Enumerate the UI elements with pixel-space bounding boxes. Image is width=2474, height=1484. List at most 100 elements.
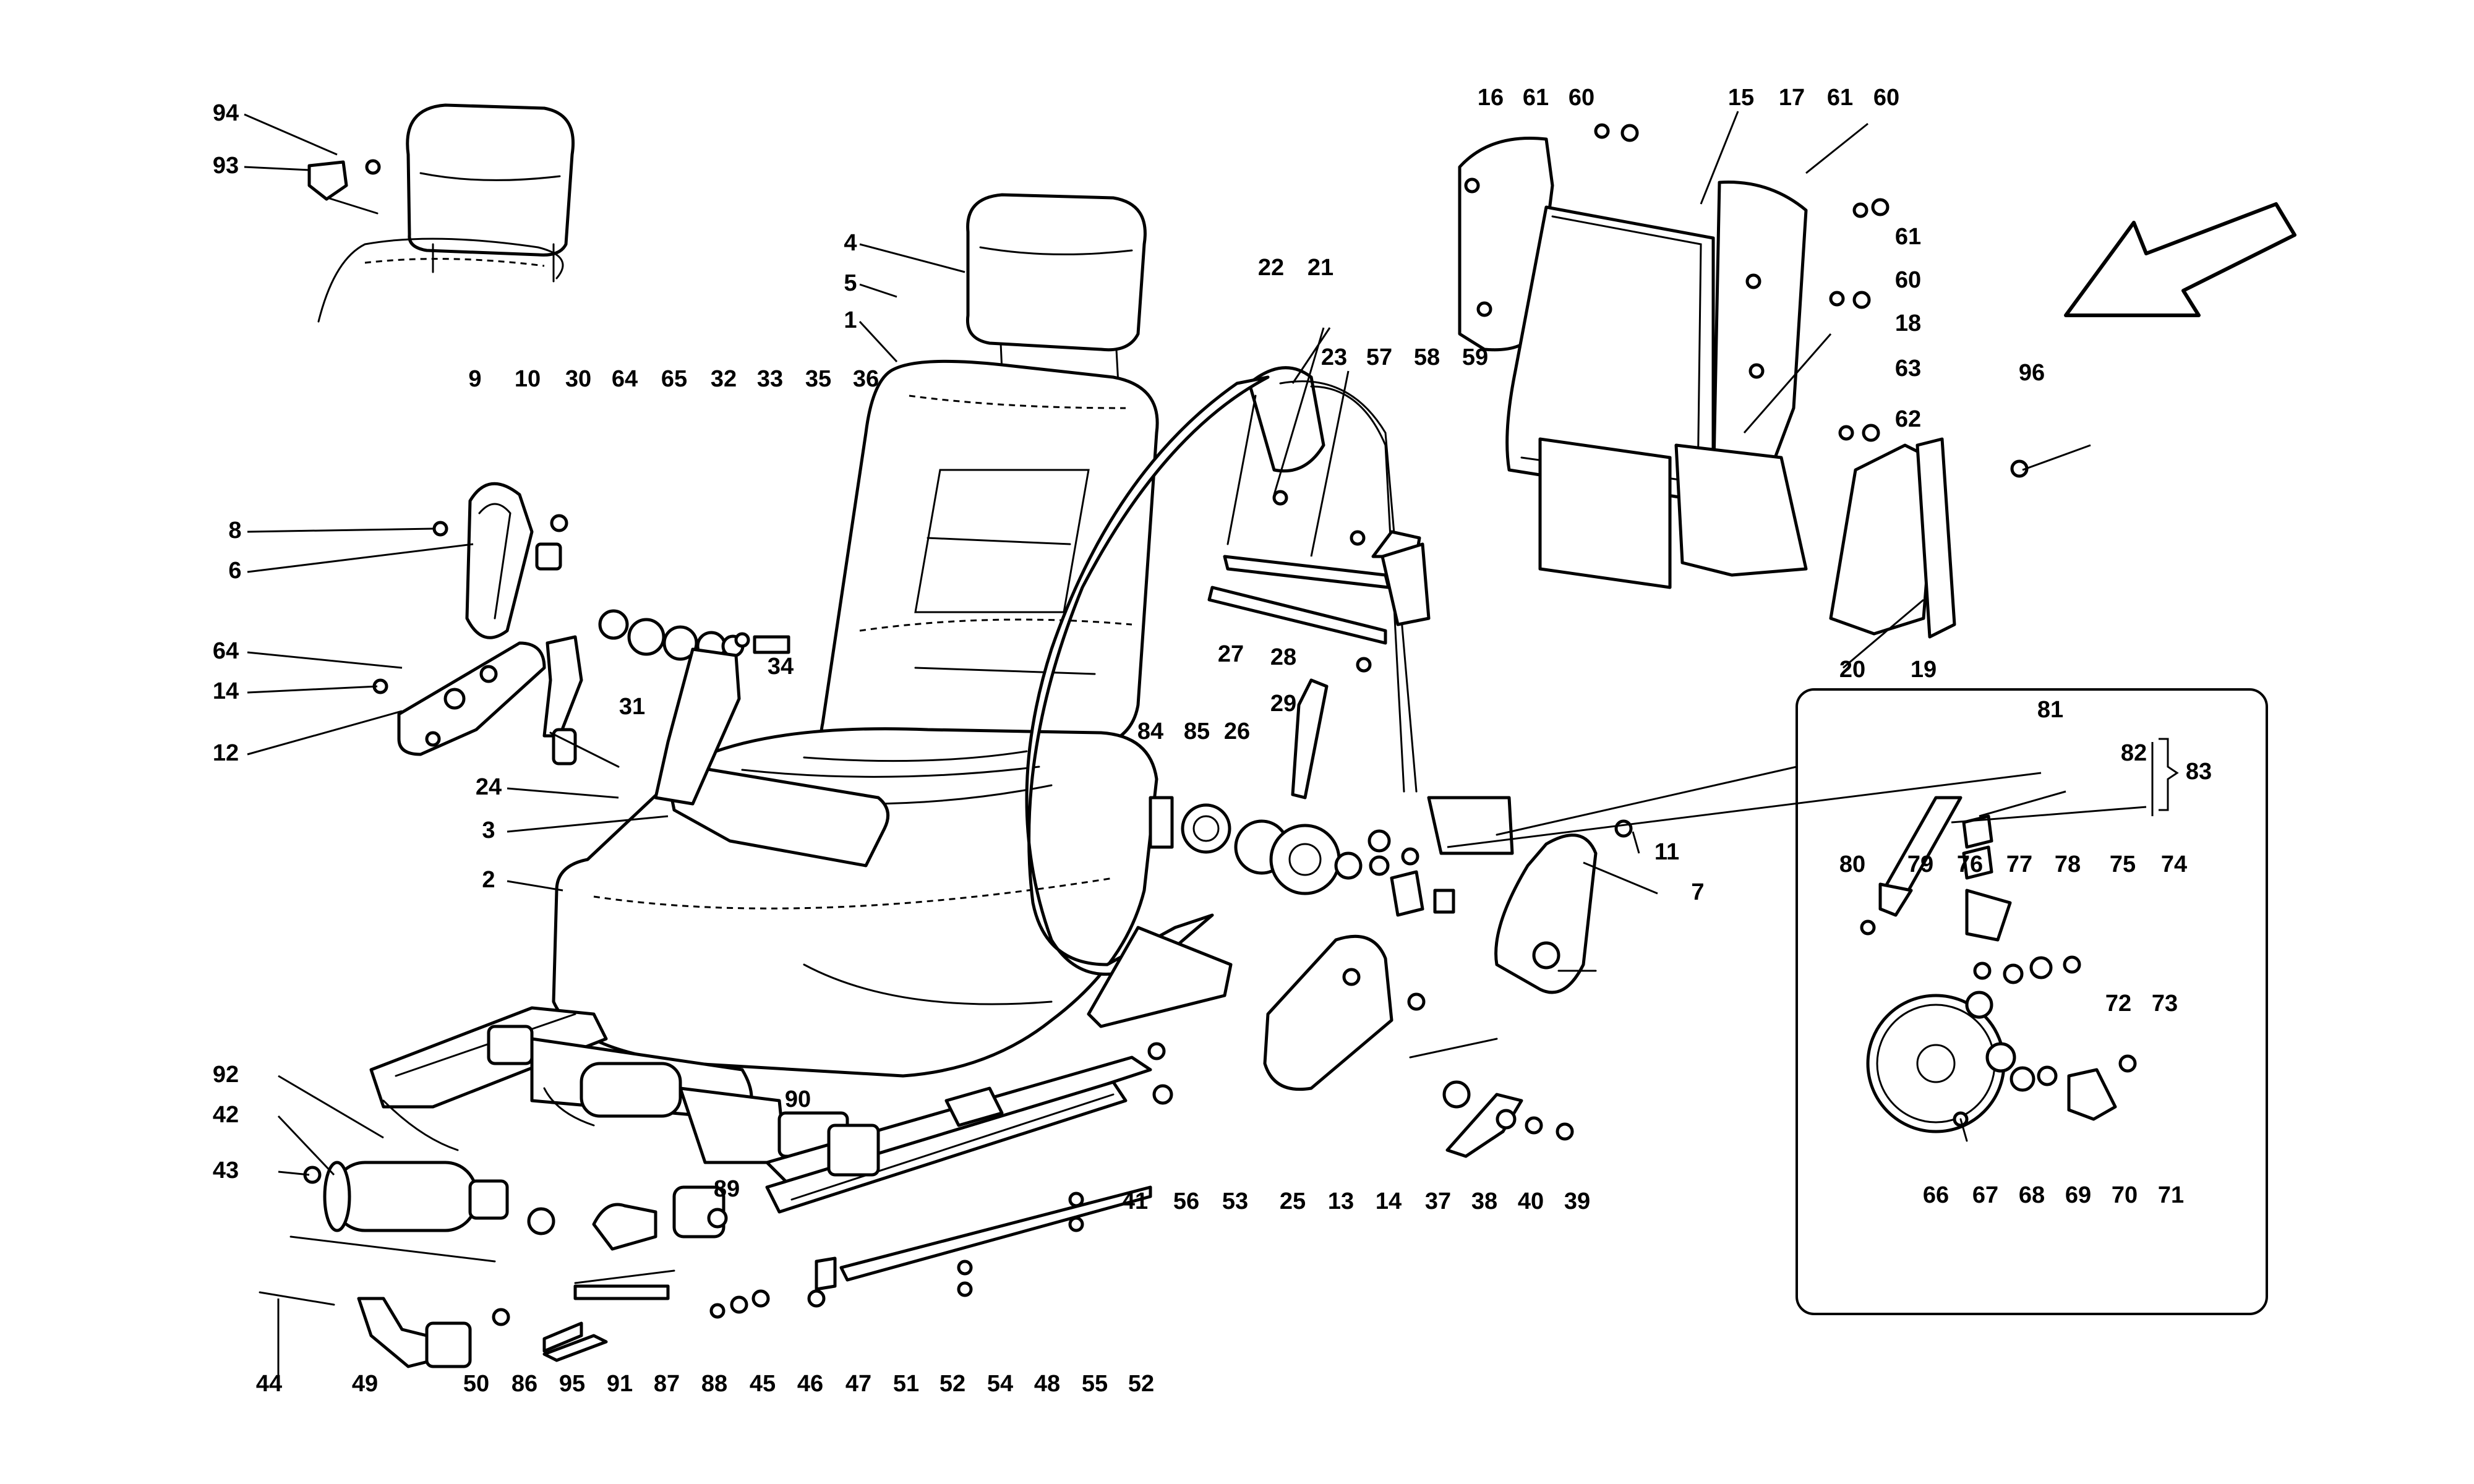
callout-12: 12 [213,740,239,766]
callout-54: 54 [987,1371,1013,1397]
callout-86: 86 [511,1371,537,1397]
callout-87: 87 [654,1371,680,1397]
callout-11: 11 [1654,839,1679,865]
callout-36: 36 [853,366,879,392]
callout-47: 47 [845,1371,871,1397]
callout-64: 64 [612,366,638,392]
callout-95: 95 [559,1371,585,1397]
callout-30: 30 [565,366,591,392]
callout-60: 60 [1569,85,1594,111]
callout-5: 5 [844,270,857,296]
callout-67: 67 [1972,1182,1998,1208]
callout-89: 89 [714,1176,740,1202]
callout-96: 96 [2019,360,2045,386]
callout-57: 57 [1366,344,1392,370]
callout-79: 79 [1907,851,1933,877]
callout-17: 17 [1779,85,1805,111]
callout-92: 92 [213,1062,239,1088]
callout-82: 82 [2121,740,2147,766]
headrest-detail [307,103,575,323]
callout-31: 31 [619,694,645,720]
callout-39: 39 [1564,1188,1590,1214]
callout-18: 18 [1895,310,1921,336]
callout-2: 2 [482,867,495,893]
callout-1: 1 [844,307,857,333]
callout-59: 59 [1462,344,1488,370]
callout-91: 91 [607,1371,633,1397]
callout-45: 45 [750,1371,776,1397]
right-recliner-parts [1149,657,1633,1158]
callout-10: 10 [515,366,541,392]
callout-76: 76 [1957,851,1983,877]
callout-40: 40 [1518,1188,1544,1214]
callout-72: 72 [2105,991,2131,1017]
callout-81: 81 [2037,697,2063,723]
callout-28: 28 [1270,644,1296,670]
callout-4: 4 [844,230,857,256]
callout-83: 83 [2186,759,2212,785]
callout-62: 62 [1895,406,1921,432]
seat-rails-motors [259,1006,1173,1368]
callout-78: 78 [2055,851,2081,877]
inset-frame [1796,688,2268,1315]
callout-74: 74 [2161,851,2187,877]
callout-43: 43 [213,1158,239,1183]
callout-29: 29 [1270,691,1296,717]
callout-33: 33 [757,366,783,392]
callout-19: 19 [1911,657,1937,683]
callout-52: 52 [940,1371,965,1397]
callout-61c: 61 [1895,224,1921,250]
callout-21: 21 [1308,255,1333,281]
callout-61: 61 [1523,85,1549,111]
callout-53: 53 [1222,1188,1248,1214]
arrow-icon [2064,202,2296,317]
callout-9: 9 [468,366,481,392]
callout-49: 49 [352,1371,378,1397]
callout-8: 8 [228,518,241,544]
callout-73: 73 [2152,991,2178,1017]
callout-94: 94 [213,100,239,126]
callout-27: 27 [1218,641,1244,667]
seat-belt-icon [1025,366,1514,1028]
callout-64b: 64 [213,638,239,664]
callout-37: 37 [1425,1188,1451,1214]
callout-6: 6 [228,558,241,584]
callout-88: 88 [701,1371,727,1397]
callout-24: 24 [476,774,502,800]
callout-55: 55 [1082,1371,1108,1397]
callout-38: 38 [1471,1188,1497,1214]
callout-32: 32 [711,366,737,392]
callout-58: 58 [1414,344,1440,370]
callout-66: 66 [1923,1182,1949,1208]
callout-93: 93 [213,153,239,179]
callout-69: 69 [2065,1182,2091,1208]
inset-detail [1496,688,2268,1315]
callout-23: 23 [1321,344,1347,370]
callout-26: 26 [1224,719,1250,744]
callout-75: 75 [2110,851,2136,877]
callout-34: 34 [768,654,794,680]
callout-68: 68 [2019,1182,2045,1208]
callout-71: 71 [2158,1182,2184,1208]
callout-7: 7 [1691,879,1704,905]
callout-65: 65 [661,366,687,392]
callout-14b: 14 [1376,1188,1402,1214]
callout-14: 14 [213,678,239,704]
callout-84: 84 [1137,719,1163,744]
callout-52b: 52 [1128,1371,1154,1397]
callout-46: 46 [797,1371,823,1397]
callout-42: 42 [213,1102,239,1128]
callout-41: 41 [1122,1188,1148,1214]
callout-77: 77 [2006,851,2032,877]
callout-48: 48 [1034,1371,1060,1397]
brace-83 [2159,738,2179,811]
callout-60c: 60 [1895,267,1921,293]
callout-15: 15 [1728,85,1754,111]
callout-20: 20 [1839,657,1865,683]
callout-60b: 60 [1873,85,1899,111]
callout-61b: 61 [1827,85,1853,111]
callout-56: 56 [1173,1188,1199,1214]
callout-50: 50 [463,1371,489,1397]
seat-icon [552,193,1159,1078]
